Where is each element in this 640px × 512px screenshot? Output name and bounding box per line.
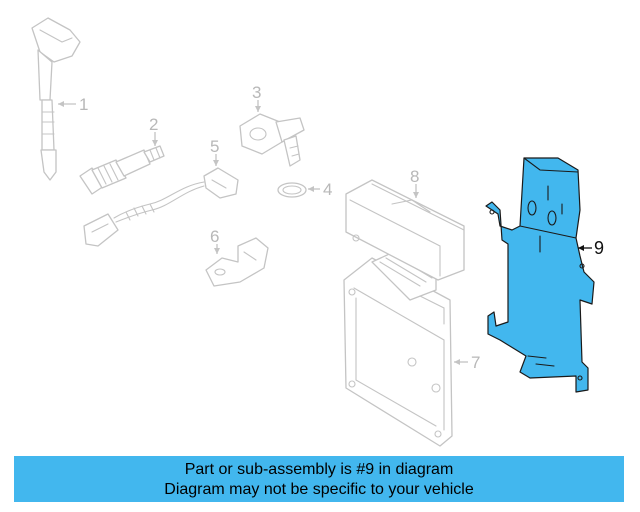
callout-6: 6 — [210, 227, 219, 246]
banner-line-disclaimer: Diagram may not be specific to your vehi… — [164, 481, 474, 498]
part-2-spark-plug[interactable] — [79, 145, 165, 195]
part-1-ignition-coil[interactable] — [31, 17, 81, 181]
callout-7: 7 — [471, 353, 480, 372]
callout-2: 2 — [149, 115, 158, 134]
callout-4: 4 — [323, 180, 332, 199]
info-banner: Part or sub-assembly is #9 in diagram Di… — [14, 456, 624, 502]
part-9-mounting-bracket[interactable] — [485, 157, 595, 393]
banner-line-part-number: Part or sub-assembly is #9 in diagram — [184, 461, 454, 478]
part-4-o-ring[interactable] — [277, 182, 307, 198]
callout-5: 5 — [210, 137, 219, 156]
part-8-ecm-cover[interactable] — [345, 179, 465, 281]
part-7-engine-control-module[interactable] — [343, 249, 453, 447]
part-5-sensor-harness[interactable] — [83, 167, 239, 247]
callout-3: 3 — [252, 83, 261, 102]
exploded-parts-diagram: 1 2 3 4 — [31, 17, 604, 447]
callout-8: 8 — [410, 167, 419, 186]
callout-1: 1 — [79, 95, 88, 114]
part-6-sensor-bracket[interactable] — [205, 237, 269, 287]
part-3-cam-sensor[interactable] — [239, 113, 305, 167]
callout-9: 9 — [594, 238, 604, 258]
